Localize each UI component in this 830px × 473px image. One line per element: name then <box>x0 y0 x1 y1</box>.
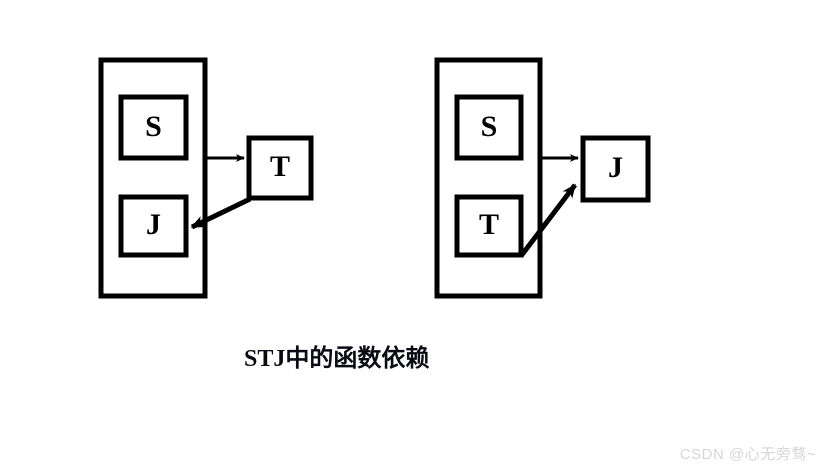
left-box-t <box>246 135 314 201</box>
csdn-watermark: CSDN @心无旁骛~ <box>679 446 816 463</box>
right-diagram: S T J <box>434 57 651 299</box>
arrow-t-to-j-diagonal <box>519 183 577 258</box>
right-box-s <box>454 94 524 161</box>
arrow-t-to-j <box>190 196 252 230</box>
left-box-j <box>118 194 189 258</box>
right-box-j <box>580 135 651 203</box>
right-box-s-label: S <box>481 110 498 143</box>
left-box-s-label: S <box>145 110 162 143</box>
figure-caption: STJ中的函数依赖 <box>244 346 430 372</box>
right-box-j-label: J <box>608 151 623 184</box>
left-diagram: S J T <box>98 57 314 299</box>
left-container-box <box>98 57 208 299</box>
right-box-t <box>454 194 524 258</box>
left-box-j-label: J <box>146 208 161 241</box>
left-box-s <box>118 94 189 161</box>
left-box-t-label: T <box>270 150 290 183</box>
right-container-box <box>434 57 543 299</box>
right-box-t-label: T <box>479 208 499 241</box>
